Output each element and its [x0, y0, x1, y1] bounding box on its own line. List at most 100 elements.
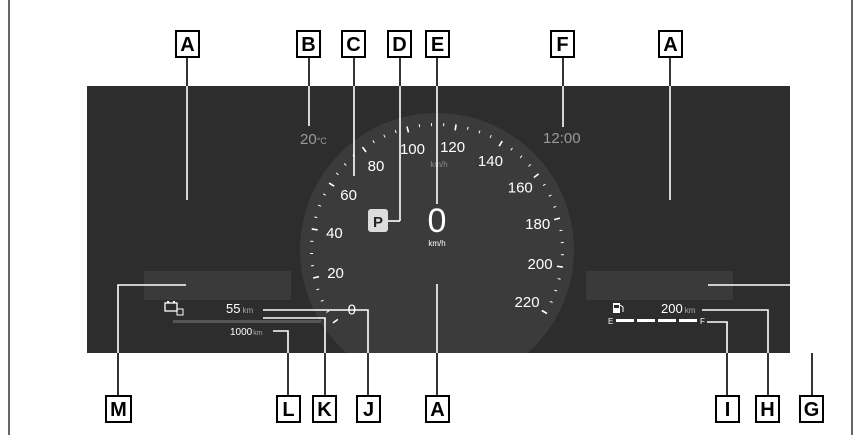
callout-m-label: M — [110, 399, 127, 421]
callout-a-left-top: A — [175, 30, 200, 58]
fuel-range-unit: km — [685, 306, 696, 315]
battery-charge-bar — [173, 320, 321, 323]
callout-c-label: C — [346, 34, 360, 56]
callout-m: M — [105, 395, 132, 423]
callout-j: J — [356, 395, 381, 423]
fuel-range-value: 200 — [661, 301, 683, 316]
callout-a-label: A — [430, 399, 444, 421]
speed-scale-label: 200 — [528, 256, 553, 273]
major-tick — [311, 228, 318, 231]
fuel-empty-label: E — [608, 317, 613, 326]
leader-lines — [117, 57, 813, 396]
callout-d-label: D — [392, 34, 406, 56]
speed-scale-label: 20 — [327, 265, 344, 282]
minor-tick — [320, 299, 324, 302]
minor-tick — [466, 126, 469, 130]
major-tick — [312, 275, 320, 279]
callout-a-label: A — [180, 34, 194, 56]
minor-tick — [519, 155, 523, 159]
major-tick — [541, 309, 548, 315]
battery-range-value: 55 — [226, 301, 240, 316]
total-range-unit: km — [253, 330, 263, 337]
speed-scale-label: 180 — [525, 216, 550, 233]
minor-tick — [554, 289, 558, 292]
clock-readout: 12:00 — [543, 130, 581, 147]
minor-tick — [553, 205, 557, 208]
speed-scale-label: 80 — [368, 158, 385, 175]
callout-h: H — [755, 395, 780, 423]
gear-indicator: P — [368, 209, 388, 232]
dial-unit-label: km/h — [430, 160, 447, 169]
speed-scale-label: 220 — [515, 294, 540, 311]
callout-a-bottom: A — [425, 395, 450, 423]
fuel-level-gauge — [616, 319, 697, 322]
temperature-unit: °C — [317, 136, 328, 146]
callout-l-label: L — [282, 399, 294, 421]
minor-tick — [548, 194, 552, 197]
callout-g-label: G — [804, 399, 820, 421]
callout-d: D — [387, 30, 412, 58]
callout-j-label: J — [363, 399, 374, 421]
callout-i: I — [715, 395, 740, 423]
callout-i-label: I — [725, 399, 731, 421]
callout-h-label: H — [760, 399, 774, 421]
temperature-readout: 20°C — [300, 131, 327, 148]
callout-g: G — [799, 395, 824, 423]
callout-e: E — [425, 30, 450, 58]
major-tick — [556, 265, 563, 268]
minor-tick — [542, 183, 546, 187]
speed-scale-label: 120 — [440, 139, 465, 156]
minor-tick — [549, 300, 553, 303]
callout-k-label: K — [317, 399, 332, 421]
minor-tick — [316, 288, 320, 291]
gear-letter: P — [373, 214, 383, 231]
minor-tick — [343, 163, 347, 166]
minor-tick — [318, 204, 322, 207]
minor-tick — [372, 140, 375, 144]
speed-scale-label: 100 — [400, 141, 425, 158]
minor-tick — [326, 310, 330, 313]
minor-tick — [478, 130, 481, 134]
minor-tick — [557, 278, 561, 280]
minor-tick — [528, 164, 532, 167]
total-range: 1000km — [230, 327, 263, 338]
callout-e-label: E — [431, 34, 444, 56]
minor-tick — [322, 193, 327, 196]
major-tick — [332, 318, 339, 324]
fuel-pump-icon — [613, 303, 624, 313]
callout-l: L — [276, 395, 301, 423]
speed-scale-label: 60 — [340, 187, 357, 204]
major-tick — [406, 126, 410, 133]
minor-tick — [394, 129, 397, 134]
major-tick — [553, 217, 561, 221]
major-tick — [498, 140, 503, 147]
minor-tick — [314, 216, 318, 219]
minor-tick — [510, 147, 513, 151]
battery-range-unit: km — [242, 306, 253, 315]
callout-c: C — [341, 30, 366, 58]
speed-tick-marks — [310, 123, 564, 324]
major-tick — [328, 182, 335, 187]
callout-b: B — [296, 30, 321, 58]
speed-scale-label: 160 — [508, 180, 533, 197]
speed-scale-label: 40 — [326, 225, 343, 242]
callout-a-right-top: A — [658, 30, 683, 58]
minor-tick — [335, 172, 339, 176]
major-tick — [454, 124, 457, 131]
callout-f: F — [550, 30, 575, 58]
callout-k: K — [312, 395, 337, 423]
major-tick — [533, 173, 540, 179]
callout-f-label: F — [556, 34, 568, 56]
major-tick — [361, 146, 367, 153]
battery-icon — [164, 301, 184, 316]
speed-scale-label: 140 — [478, 153, 503, 170]
fuel-full-label: F — [700, 317, 705, 326]
callout-b-label: B — [301, 34, 315, 56]
total-range-value: 1000 — [230, 327, 253, 338]
temperature-value: 20 — [300, 131, 317, 148]
callout-a-label: A — [663, 34, 677, 56]
